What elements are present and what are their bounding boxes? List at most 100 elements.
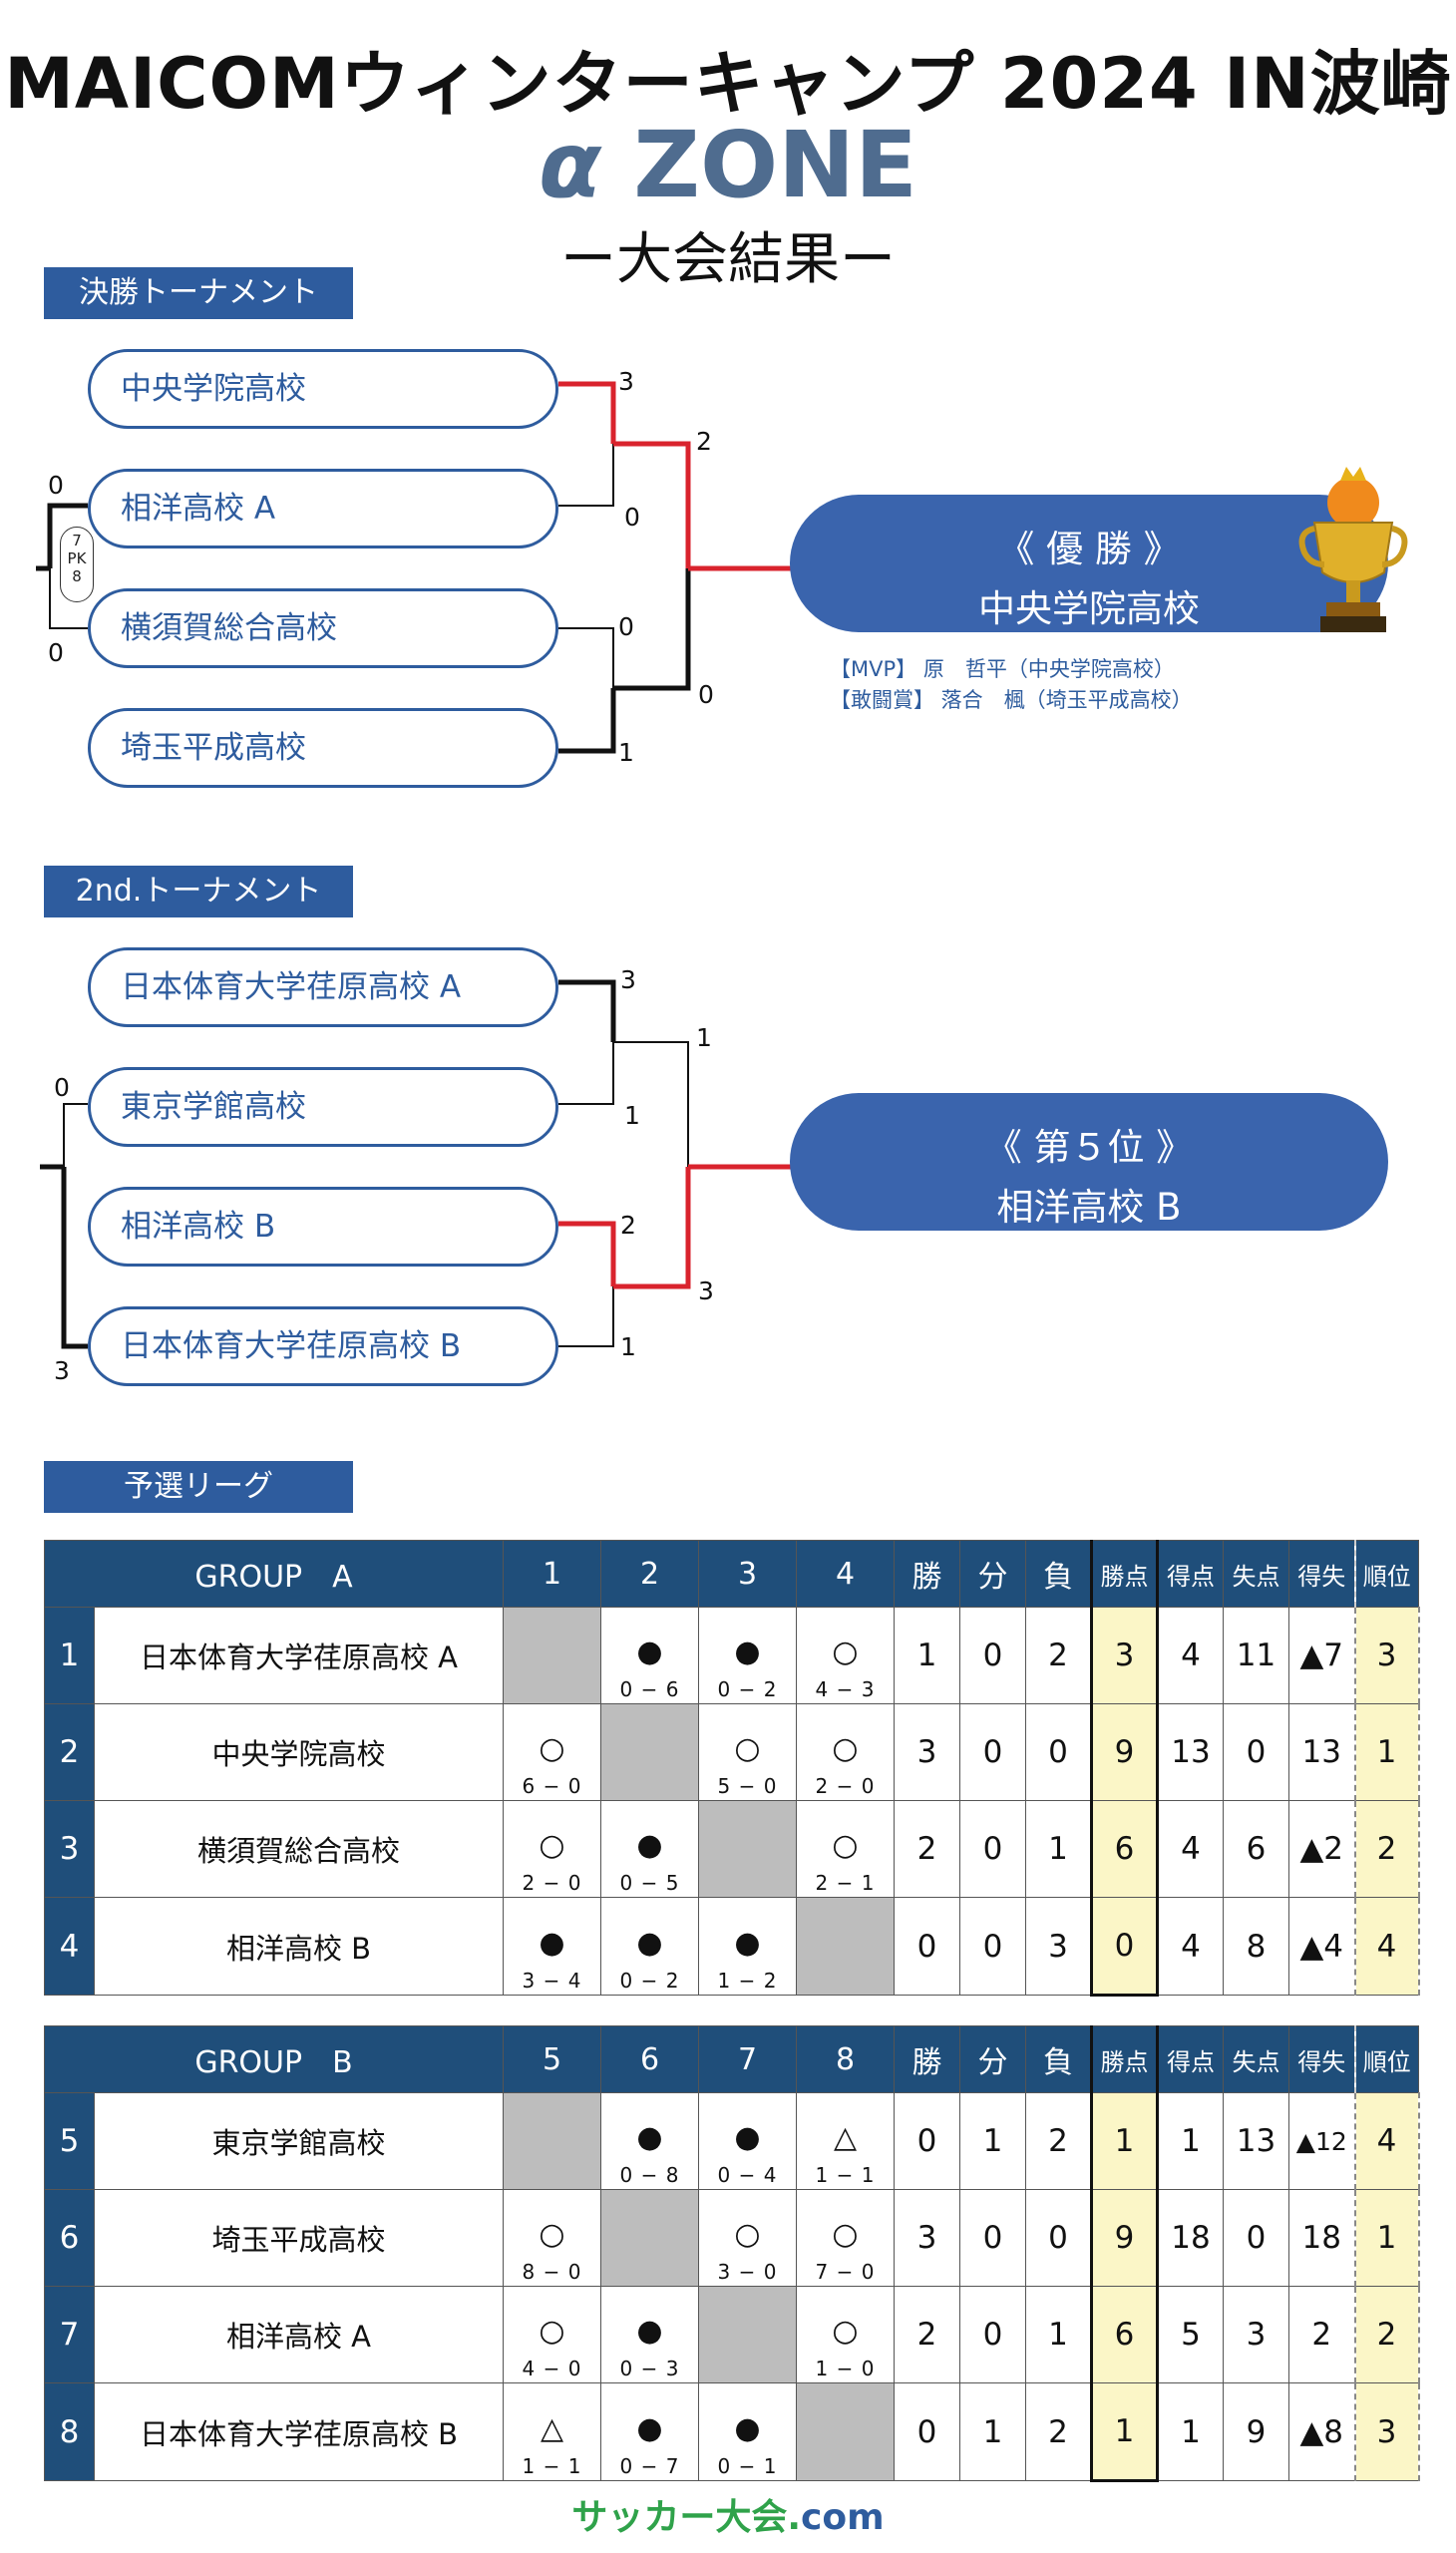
result-score: 0 − 2 (619, 1969, 680, 1993)
wins-cell: 3 (894, 1703, 960, 1801)
self-match-cell (600, 1703, 699, 1801)
losses-cell: 0 (1025, 1703, 1092, 1801)
rank-cell: 4 (1353, 1897, 1420, 1996)
goals-for-cell: 5 (1157, 2286, 1224, 2383)
result-score: 0 − 8 (619, 2163, 680, 2187)
result-score: 0 − 7 (619, 2454, 680, 2478)
final-m1-to-final (613, 441, 691, 568)
footer-brand: サッカー大会.com (0, 2488, 1456, 2540)
result-cell: ●0 − 2 (600, 1897, 699, 1996)
zone-alpha: α (538, 112, 602, 218)
header-cell: 勝点 (1090, 2025, 1159, 2093)
page-title: MAICOMウィンターキャンプ 2024 IN波崎 (4, 43, 1452, 125)
result-cell: ● 0 − 3 (600, 2286, 699, 2383)
points-cell: 1 (1090, 2382, 1159, 2482)
rank-cell: 2 (1353, 2286, 1420, 2383)
final-pk-score: 7 PK 8 (60, 527, 94, 602)
team-name: 埼玉平成高校 (94, 2189, 504, 2287)
zone-title: α ZONE (0, 112, 1456, 218)
final-bracket-lines (36, 381, 798, 754)
result-score: 0 − 5 (619, 1871, 680, 1895)
result-score: 4 − 0 (522, 2357, 582, 2380)
second-winner-label: 《 第５位 》 (984, 1126, 1194, 1169)
draws-cell: 1 (959, 2382, 1026, 2481)
goal-diff-cell: 2 (1288, 2286, 1355, 2383)
self-match-cell (796, 1897, 895, 1996)
goals-for-cell: 18 (1157, 2189, 1224, 2287)
final-left-bot (49, 568, 88, 629)
result-mark: ● (636, 2410, 663, 2446)
result-cell: ●0 − 2 (698, 1607, 797, 1704)
final-score-left-bot: 0 (48, 638, 64, 667)
draws-cell: 0 (959, 2189, 1026, 2287)
rank-cell: 1 (1353, 1703, 1420, 1801)
result-mark: ● (636, 2314, 663, 2349)
result-score: 3 − 0 (717, 2260, 778, 2284)
goals-for-cell: 1 (1157, 2092, 1224, 2190)
points-cell: 9 (1090, 2189, 1159, 2287)
result-cell: ●0 − 4 (698, 2092, 797, 2190)
header-cell: 失点 (1223, 2025, 1289, 2093)
result-score: 8 − 0 (522, 2260, 582, 2284)
second-m1-bot-line (558, 1042, 614, 1105)
self-match-cell (503, 2092, 601, 2190)
header-cell: 1 (503, 1540, 601, 1608)
zone-text: ZONE (633, 112, 917, 218)
final-winner-label: 《 優 勝 》 (997, 528, 1181, 570)
header-cell: 負 (1025, 1540, 1092, 1608)
draws-cell: 0 (959, 1703, 1026, 1801)
rank-cell: 2 (1353, 1800, 1420, 1898)
result-cell: ●0 − 1 (698, 2382, 797, 2481)
header-cell: 得失 (1288, 1540, 1355, 1608)
goals-against-cell: 0 (1223, 1703, 1289, 1801)
result-score: 0 − 6 (619, 1677, 680, 1701)
team-name: 日本体育大学荏原高校 B (94, 2382, 504, 2481)
wins-cell: 0 (894, 1897, 960, 1996)
result-score: 7 − 0 (815, 2260, 876, 2284)
goal-diff-cell: ▲7 (1288, 1607, 1355, 1704)
result-score: 2 − 0 (522, 1871, 582, 1895)
result-score: 0 − 3 (619, 2357, 680, 2380)
result-cell: △1 − 1 (796, 2092, 895, 2190)
result-cell: ○2 − 0 (796, 1703, 895, 1801)
self-match-cell (698, 2286, 797, 2383)
goals-against-cell: 8 (1223, 1897, 1289, 1996)
row-index: 2 (44, 1703, 95, 1801)
result-cell: ●1 − 2 (698, 1897, 797, 1996)
row-index: 4 (44, 1897, 95, 1996)
header-cell: 得点 (1157, 2025, 1224, 2093)
result-mark: ○ (539, 1731, 565, 1766)
goals-for-cell: 1 (1157, 2382, 1224, 2481)
final-m1-bot-line (558, 444, 614, 507)
goal-diff-cell: ▲2 (1288, 1800, 1355, 1898)
results-subtitle: ー大会結果ー (560, 227, 896, 292)
draws-cell: 0 (959, 1800, 1026, 1898)
result-cell: ○2 − 0 (503, 1800, 601, 1898)
header-cell: 勝点 (1090, 1540, 1159, 1608)
result-cell: ○1 − 0 (796, 2286, 895, 2383)
points-cell: 6 (1090, 2286, 1159, 2383)
wins-cell: 2 (894, 1800, 960, 1898)
goals-for-cell: 4 (1157, 1607, 1224, 1704)
header-cell: 得点 (1157, 1540, 1224, 1608)
goals-against-cell: 0 (1223, 2189, 1289, 2287)
header-cell: 分 (959, 2025, 1026, 2093)
draws-cell: 0 (959, 2286, 1026, 2383)
result-score: 1 − 1 (815, 2163, 876, 2187)
losses-cell: 2 (1025, 2382, 1092, 2481)
self-match-cell (796, 2382, 895, 2481)
result-mark: ● (734, 1635, 761, 1669)
goal-diff-cell: ▲12 (1288, 2092, 1355, 2190)
second-score-m1-top: 3 (620, 965, 636, 994)
row-index: 7 (44, 2286, 95, 2383)
result-mark: △ (540, 2410, 564, 2446)
goals-against-cell: 11 (1223, 1607, 1289, 1704)
result-score: 2 − 1 (815, 1871, 876, 1895)
goal-diff-cell: 18 (1288, 2189, 1355, 2287)
